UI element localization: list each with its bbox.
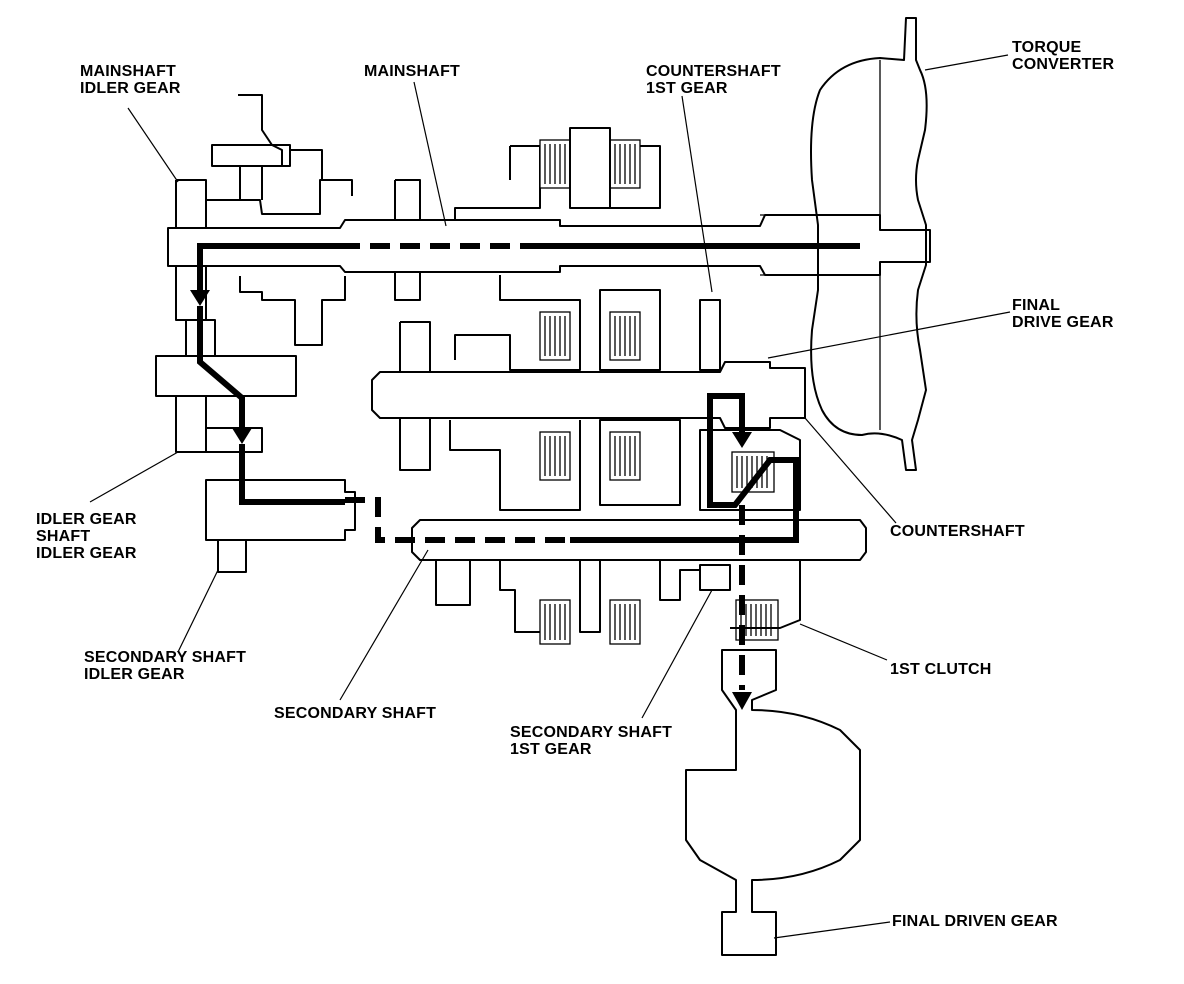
differential [685, 649, 861, 956]
label-secondary-shaft-idler-gear: SECONDARY SHAFT IDLER GEAR [84, 649, 251, 683]
label-secondary-shaft: SECONDARY SHAFT [274, 705, 436, 722]
label-mainshaft: MAINSHAFT [364, 63, 460, 80]
power-flow-path [190, 243, 860, 710]
label-final-drive-gear: FINAL DRIVE GEAR [1012, 297, 1114, 331]
label-torque-converter: TORQUE CONVERTER [1012, 39, 1114, 73]
label-countershaft-1st-gear: COUNTERSHAFT 1ST GEAR [646, 63, 786, 97]
label-idler-gear-shaft-idler-gear: IDLER GEAR SHAFT IDLER GEAR [36, 511, 141, 562]
label-secondary-shaft-1st-gear: SECONDARY SHAFT 1ST GEAR [510, 724, 677, 758]
label-final-driven-gear: FINAL DRIVEN GEAR [892, 913, 1058, 930]
label-1st-clutch: 1ST CLUTCH [890, 661, 992, 678]
mainshaft-body [167, 94, 931, 346]
label-countershaft: COUNTERSHAFT [890, 523, 1025, 540]
label-mainshaft-idler-gear: MAINSHAFT IDLER GEAR [80, 63, 181, 97]
mainshaft-clutch-packs [394, 127, 721, 371]
idler-gear-shaft [155, 319, 297, 453]
leader-lines [89, 54, 1011, 939]
countershaft-body [371, 321, 806, 511]
